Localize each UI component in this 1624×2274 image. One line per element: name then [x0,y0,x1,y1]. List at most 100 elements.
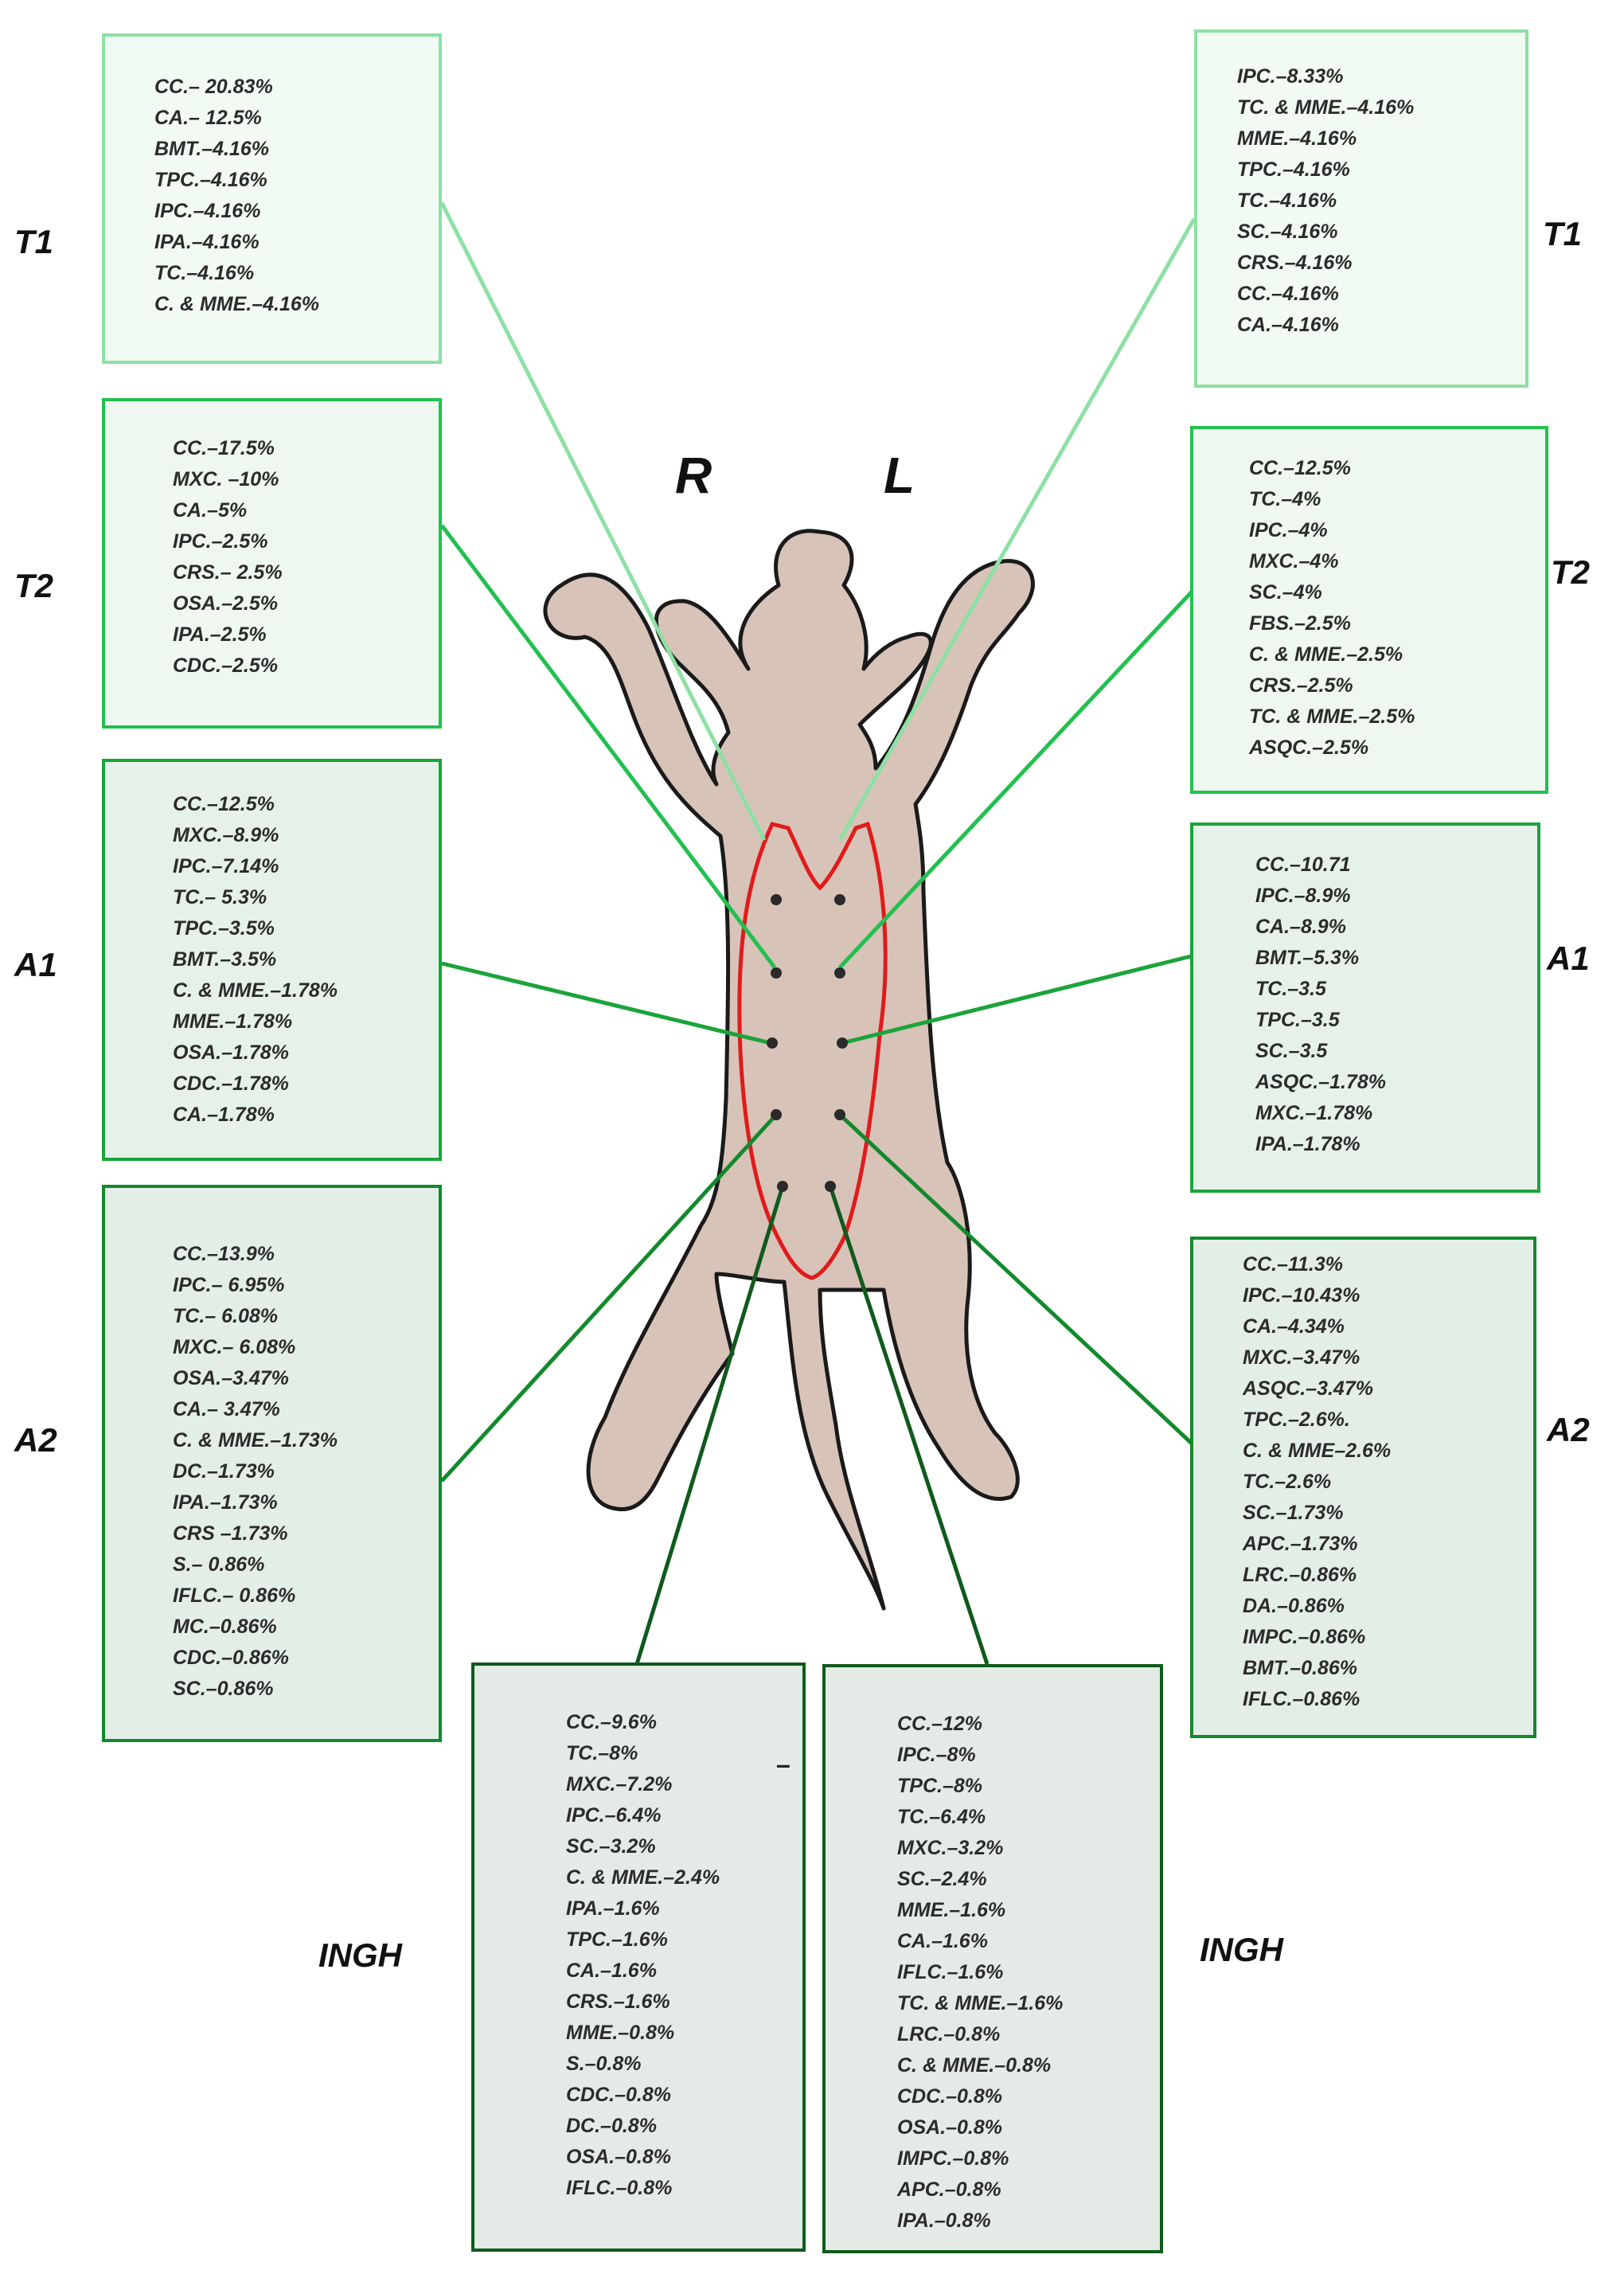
percent-list: CC.–13.9%IPC.– 6.95%TC.– 6.08%MXC.– 6.08… [173,1239,338,1705]
box-T2-L: CC.–12.5%TC.–4%IPC.–4%MXC.–4%SC.–4%FBS.–… [1190,426,1548,794]
percent-entry: SC.–1.73% [1243,1502,1344,1524]
nipple-T1-R [771,894,782,905]
percent-entry: MXC.–4% [1249,550,1339,572]
percent-entry: MXC. –10% [173,468,279,490]
percent-entry: CC.–12.5% [173,793,275,815]
percent-entry: IFLC.–0.8% [566,2177,673,2199]
percent-entry: S.– 0.86% [173,1553,265,1576]
percent-entry: IPA.–2.5% [173,623,267,646]
percent-entry: IPC.–2.5% [173,530,268,553]
percent-entry: CA.–4.16% [1237,314,1339,336]
percent-entry: APC.–1.73% [1243,1533,1358,1555]
percent-entry: MME.–4.16% [1237,127,1357,150]
percent-entry: CRS.–4.16% [1237,252,1353,274]
percent-entry: TPC.–3.5% [173,917,275,940]
orientation-left-label: L [884,447,915,504]
box-T1-R: CC.– 20.83% CA.– 12.5% BMT.–4.16% TPC.–4.16… [102,33,442,364]
percent-entry: OSA.–0.8% [566,2146,672,2168]
label-A1-L: A1 [1547,940,1590,977]
connector-T1-L [837,217,1197,842]
percent-entry: CC.– 20.83% [154,76,273,98]
percent-list: CC.–17.5%MXC. –10%CA.–5%IPC.–2.5%CRS.– 2… [173,433,283,682]
percent-entry: TC.–6.4% [897,1806,986,1828]
percent-entry: CA.–1.6% [897,1930,988,1952]
percent-entry: CDC.–1.78% [173,1073,289,1095]
percent-entry: CA.– 12.5% [154,107,262,129]
percent-entry: OSA.–0.8% [897,2116,1003,2139]
percent-entry: IPA.–1.73% [173,1491,278,1514]
box-T1-L: IPC.–8.33%TC. & MME.–4.16%MME.–4.16%TPC.… [1194,29,1528,388]
percent-list: CC.–11.3%IPC.–10.43%CA.–4.34%MXC.–3.47%A… [1243,1249,1391,1715]
percent-entry: TC.–3.5 [1255,978,1326,1000]
percent-entry: APC.–0.8% [897,2178,1001,2201]
box-INGH-R: CC.–9.6%TC.–8%MXC.–7.2%IPC.–6.4%SC.–3.2%… [471,1663,806,2252]
percent-entry: IFLC.–1.6% [897,1961,1004,1983]
nipple-T2-L [834,967,845,979]
percent-entry: BMT.–0.86% [1243,1657,1358,1679]
percent-entry: DC.–0.8% [566,2115,657,2137]
connector-INGH-R [634,1186,785,1665]
percent-entry: TPC.–4.16% [154,169,267,191]
percent-entry: SC.–4% [1249,581,1322,604]
percent-entry: C. & MME.–1.78% [173,979,338,1002]
connector-A1-R [441,961,771,1045]
percent-entry: DC.–1.73% [173,1460,275,1483]
percent-entry: C. & MME.–2.5% [1249,643,1403,666]
percent-entry: MXC.–3.2% [897,1837,1004,1859]
percent-entry: CC.–12.5% [1249,457,1351,479]
percent-entry: TC.–4.16% [1237,190,1337,212]
percent-entry: TPC.–2.6%. [1243,1409,1350,1431]
percent-entry: CC.–9.6% [566,1711,657,1733]
percent-entry: TC.–8% [566,1742,638,1764]
percent-entry: CRS –1.73% [173,1522,288,1545]
nipple-INGH-L [825,1181,836,1192]
orientation-right-label: R [675,447,712,504]
percent-entry: SC.–0.86% [173,1678,274,1700]
percent-entry: TC.–4.16% [154,262,255,284]
percent-entry: CC.–12% [897,1713,982,1735]
percent-entry: MC.–0.86% [173,1616,277,1638]
percent-entry: ASQC.–2.5% [1249,737,1369,759]
label-INGH-L: INGH [1200,1931,1283,1968]
label-INGH-R: INGH [318,1936,402,1974]
percent-entry: IPC.–7.14% [173,855,279,877]
percent-entry: CC.–17.5% [173,437,275,459]
connector-A2-L [838,1113,1204,1455]
percent-entry: CDC.–0.86% [173,1647,289,1669]
percent-entry: MXC.–8.9% [173,824,279,846]
percent-entry: ASQC.–1.78% [1255,1071,1386,1093]
percent-entry: CDC.–0.8% [897,2085,1002,2108]
percent-entry: TC.–2.6% [1243,1471,1332,1493]
percent-entry: C. & MME.–0.8% [897,2054,1052,2077]
percent-list: CC.– 20.83% CA.– 12.5% BMT.–4.16% TPC.–4.16… [154,72,319,320]
percent-entry: IPA.–1.78% [1255,1133,1360,1155]
percent-entry: C. & MME–2.6% [1243,1440,1392,1462]
box-A2-R: CC.–13.9%IPC.– 6.95%TC.– 6.08%MXC.– 6.08… [102,1185,442,1742]
nipple-A2-R [771,1109,782,1120]
percent-entry: SC.–3.5 [1255,1040,1328,1062]
connector-A2-R [440,1113,778,1483]
percent-entry: IMPC.–0.86% [1243,1626,1366,1648]
percent-entry: BMT.–4.16% [154,138,270,160]
percent-entry: CA.–1.78% [173,1104,275,1126]
percent-entry: CA.–8.9% [1255,916,1346,938]
percent-entry: BMT.–5.3% [1255,947,1360,969]
box-INGH-L: CC.–12%IPC.–8%TPC.–8%TC.–6.4%MXC.–3.2%SC… [822,1664,1163,2253]
percent-entry: CC.–13.9% [173,1243,275,1265]
percent-entry: C. & MME.–4.16% [154,293,320,315]
percent-entry: TPC.–8% [897,1775,982,1797]
percent-entry: MME.–0.8% [566,2022,675,2044]
percent-entry: BMT.–3.5% [173,948,277,971]
percent-entry: IPA.–1.6% [566,1897,660,1920]
percent-entry: MME.–1.6% [897,1899,1006,1921]
percent-entry: CRS.–2.5% [1249,674,1353,697]
percent-entry: LRC.–0.86% [1243,1564,1357,1586]
nipple-A1-L [837,1037,848,1049]
percent-list: CC.–12.5%MXC.–8.9%IPC.–7.14%TC.– 5.3%TPC… [173,789,338,1131]
percent-entry: IMPC.–0.8% [897,2147,1009,2170]
percent-entry: OSA.–2.5% [173,592,279,615]
box-T2-R: CC.–17.5%MXC. –10%CA.–5%IPC.–2.5%CRS.– 2… [102,398,442,729]
percent-entry: TC. & MME.–1.6% [897,1992,1064,2014]
